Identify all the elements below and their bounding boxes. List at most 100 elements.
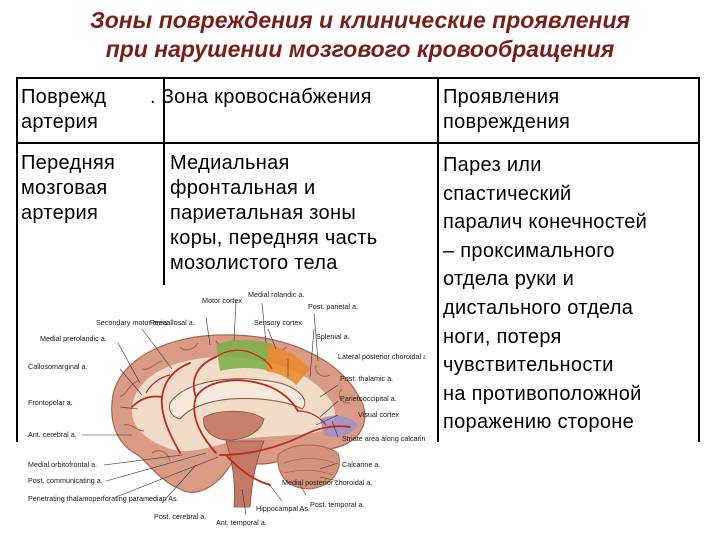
artery-line-3: артерия	[21, 202, 99, 224]
label-lateral-post-choroidal: Lateral posterior choroidal a.	[338, 352, 425, 361]
zone-line-4: коры, передняя часть	[170, 227, 378, 249]
brain-medial-view-illustration: Motor cortex Medial rolandic a. Secondar…	[20, 285, 425, 537]
label-parieto-occipital-text: Parietooccipital a.	[340, 394, 397, 403]
leader-lines-center	[205, 300, 319, 378]
label-paramedian-text: Penetrating thalamoperforating paramedia…	[28, 494, 179, 503]
label-medial-post-choroidal-text: Medial posterior choroidal a.	[282, 478, 372, 487]
artery-line-2: мозговая	[21, 177, 108, 199]
thalamus	[203, 410, 265, 441]
header-zone-marker: .	[150, 86, 156, 108]
leader-lines-left	[82, 328, 219, 504]
label-leaders	[82, 300, 339, 516]
table-header-border	[16, 142, 700, 144]
header-manifestation: Проявления повреждения	[443, 85, 570, 135]
manifest-line-6: дистального отдела	[443, 296, 634, 319]
white-matter	[131, 356, 335, 452]
label-callosomarginal-text: Callosomarginal a.	[28, 362, 88, 371]
label-striate-area: Striate area along calcarine sulcus	[342, 434, 425, 443]
label-post-thalamic-text: Post. thalamic a.	[340, 374, 393, 383]
label-hippocampal: Hippocampal As.	[256, 504, 310, 513]
label-post-cerebral: Post. cerebral a.	[154, 512, 206, 521]
zone-line-1: Медиальная	[170, 152, 290, 174]
row-zone-cell: Медиальная фронтальная и париетальная зо…	[170, 151, 378, 276]
label-post-temporal: Post. temporal a.	[310, 500, 364, 509]
label-post-cerebral-text: Post. cerebral a.	[154, 512, 206, 521]
label-medial-prerolandic: Medial prerolandic a.	[40, 334, 107, 343]
zone-line-5: мозолистого тела	[170, 252, 338, 274]
label-motor-cortex-text: Motor cortex	[202, 296, 242, 305]
label-calcarine: Calcarine a.	[342, 460, 380, 469]
artery-branches	[145, 349, 327, 426]
label-ant-cerebral: Ant. cerebral a.	[28, 430, 77, 439]
artery-line-1: Передняя	[21, 152, 116, 174]
label-post-parietal: Post. parietal a.	[308, 302, 358, 311]
label-ant-temporal-text: Ant. temporal a.	[216, 518, 267, 527]
label-post-communicating-text: Post. communicating a.	[28, 476, 103, 485]
row-artery-cell: Передняя мозговая артерия	[21, 151, 115, 226]
label-hippocampal-text: Hippocampal As.	[256, 504, 310, 513]
manifest-line-1: Парез или	[443, 154, 542, 176]
label-post-temporal-text: Post. temporal a.	[310, 500, 364, 509]
manifest-line-2: спастический	[443, 182, 572, 205]
zone-line-2: фронтальная и	[170, 177, 316, 199]
label-medial-post-choroidal: Medial posterior choroidal a.	[282, 478, 372, 487]
label-medial-rolandic: Medial rolandic a.	[248, 290, 304, 299]
table-divider-3	[437, 77, 439, 442]
label-post-communicating: Post. communicating a.	[28, 476, 103, 485]
header-artery: Поврежд артерия	[21, 85, 106, 135]
table-divider-4	[698, 77, 700, 442]
label-sensory-cortex-text: Sensory cortex	[254, 318, 302, 327]
label-ant-temporal: Ant. temporal a.	[216, 518, 267, 527]
anatomy-labels: Motor cortex Medial rolandic a. Secondar…	[28, 290, 425, 527]
label-post-thalamic: Post. thalamic a.	[340, 374, 393, 383]
label-medial-prerolandic-text: Medial prerolandic a.	[40, 334, 107, 343]
manifest-line-3: паралич конечностей	[443, 211, 648, 234]
label-pericallosal-text: Pericallosal a.	[150, 318, 195, 327]
header-artery-line-1: Поврежд	[21, 86, 107, 108]
header-manifest-line-2: повреждения	[443, 111, 571, 133]
label-callosomarginal: Callosomarginal a.	[28, 362, 88, 371]
table-top-border	[16, 77, 700, 79]
title-line-2: при нарушении мозгового кровообращения	[105, 36, 615, 62]
label-paramedian: Penetrating thalamoperforating paramedia…	[28, 494, 179, 503]
label-ant-cerebral-text: Ant. cerebral a.	[28, 430, 77, 439]
manifest-line-9: на противоположной	[443, 382, 642, 405]
row-manifestation-cell: Парез или спастический паралич конечност…	[443, 151, 647, 437]
header-zone: . Зона кровоснабжения	[150, 85, 372, 110]
manifest-line-7: ноги, потеря	[443, 325, 562, 348]
label-frontopolar-text: Frontopolar a.	[28, 398, 73, 407]
artery-network	[131, 356, 351, 486]
manifest-line-10: поражению стороне	[443, 411, 635, 434]
label-motor-cortex: Motor cortex	[202, 296, 242, 305]
label-medial-orbitofrontal: Medial orbitofrontal a.	[28, 460, 97, 469]
label-secondary-motor: Secondary motor area	[96, 318, 167, 327]
manifest-line-5: отдела руки и	[443, 268, 575, 291]
label-splenial: Splenial a.	[316, 332, 350, 341]
label-visual-cortex: Visual cortex	[358, 410, 399, 419]
table-divider-1	[16, 77, 18, 442]
table-divider-2	[163, 77, 165, 292]
label-medial-orbitofrontal-text: Medial orbitofrontal a.	[28, 460, 97, 469]
title-line-1: Зоны повреждения и клинические проявлени…	[89, 7, 631, 33]
label-splenial-text: Splenial a.	[316, 332, 350, 341]
manifest-line-4: – проксимального	[443, 239, 615, 262]
manifest-line-8: чувствительности	[443, 354, 614, 377]
label-calcarine-text: Calcarine a.	[342, 460, 380, 469]
cerebellum-folia	[283, 458, 335, 476]
header-zone-line: . Зона кровоснабжения	[150, 85, 372, 110]
label-pericallosal: Pericallosal a.	[150, 318, 195, 327]
label-post-parietal-text: Post. parietal a.	[308, 302, 358, 311]
label-secondary-motor-text: Secondary motor area	[96, 318, 167, 327]
slide-title: Зоны повреждения и клинические проявлени…	[0, 6, 720, 64]
label-visual-cortex-text: Visual cortex	[358, 410, 399, 419]
leader-lines-right	[241, 384, 339, 516]
header-manifest-line-1: Проявления	[443, 86, 560, 108]
label-striate-area-text: Striate area along calcarine sulcus	[342, 434, 425, 443]
label-sensory-cortex: Sensory cortex	[254, 318, 302, 327]
header-zone-text: Зона кровоснабжения	[161, 86, 372, 108]
label-frontopolar: Frontopolar a.	[28, 398, 73, 407]
label-medial-rolandic-text: Medial rolandic a.	[248, 290, 304, 299]
zone-line-3: париетальная зоны	[170, 202, 356, 224]
label-lateral-post-choroidal-text: Lateral posterior choroidal a.	[338, 352, 425, 361]
green-sensory-area	[216, 339, 274, 371]
